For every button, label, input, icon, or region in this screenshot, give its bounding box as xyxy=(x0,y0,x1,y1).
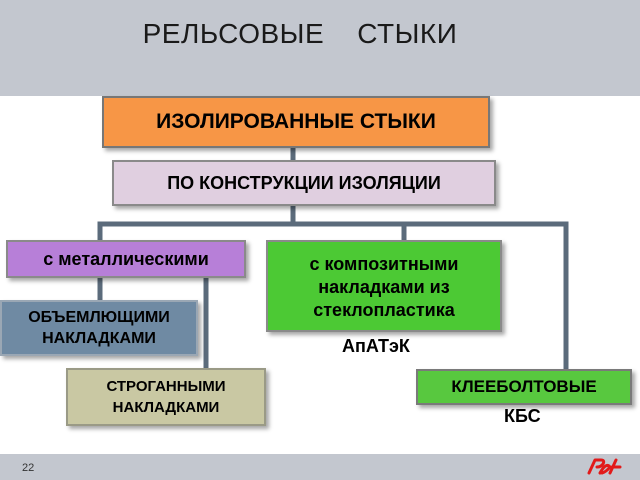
node-insulated-joints-label: ИЗОЛИРОВАННЫЕ СТЫКИ xyxy=(156,110,436,133)
node-planed-line-1: СТРОГАННЫМИ xyxy=(106,378,226,395)
footer-band xyxy=(0,454,640,480)
node-metal: с металлическими xyxy=(6,240,246,278)
node-by-construction-label: ПО КОНСТРУКЦИИ ИЗОЛЯЦИИ xyxy=(167,172,441,193)
node-composite-line-3: стеклопластика xyxy=(313,299,455,320)
page-number: 22 xyxy=(22,462,35,474)
node-glued-bolted: КЛЕЕБОЛТОВЫЕ xyxy=(416,369,632,405)
node-planed-line-2: НАКЛАДКАМИ xyxy=(112,399,220,416)
header-band xyxy=(0,0,640,96)
node-by-construction: ПО КОНСТРУКЦИИ ИЗОЛЯЦИИ xyxy=(112,160,496,206)
node-volumetric-line-2: НАКЛАДКАМИ xyxy=(42,330,156,347)
node-insulated-joints: ИЗОЛИРОВАННЫЕ СТЫКИ xyxy=(102,96,490,148)
node-composite: с композитными накладками из стеклопласт… xyxy=(266,240,502,332)
node-volumetric: ОБЪЕМЛЮЩИМИ НАКЛАДКАМИ xyxy=(0,300,198,356)
node-composite-line-1: с композитными xyxy=(309,253,459,274)
composite-code: АпАТэК xyxy=(342,336,410,356)
slide-title: РЕЛЬСОВЫЕ СТЫКИ xyxy=(142,18,458,49)
rzd-logo-icon xyxy=(587,458,622,475)
node-composite-line-2: накладками из xyxy=(318,276,450,297)
glued-bolted-code: КБС xyxy=(504,406,541,426)
node-planed: СТРОГАННЫМИ НАКЛАДКАМИ xyxy=(66,368,266,426)
node-glued-bolted-label: КЛЕЕБОЛТОВЫЕ xyxy=(451,377,597,396)
node-volumetric-line-1: ОБЪЕМЛЮЩИМИ xyxy=(28,309,170,326)
node-metal-label: с металлическими xyxy=(43,248,209,269)
